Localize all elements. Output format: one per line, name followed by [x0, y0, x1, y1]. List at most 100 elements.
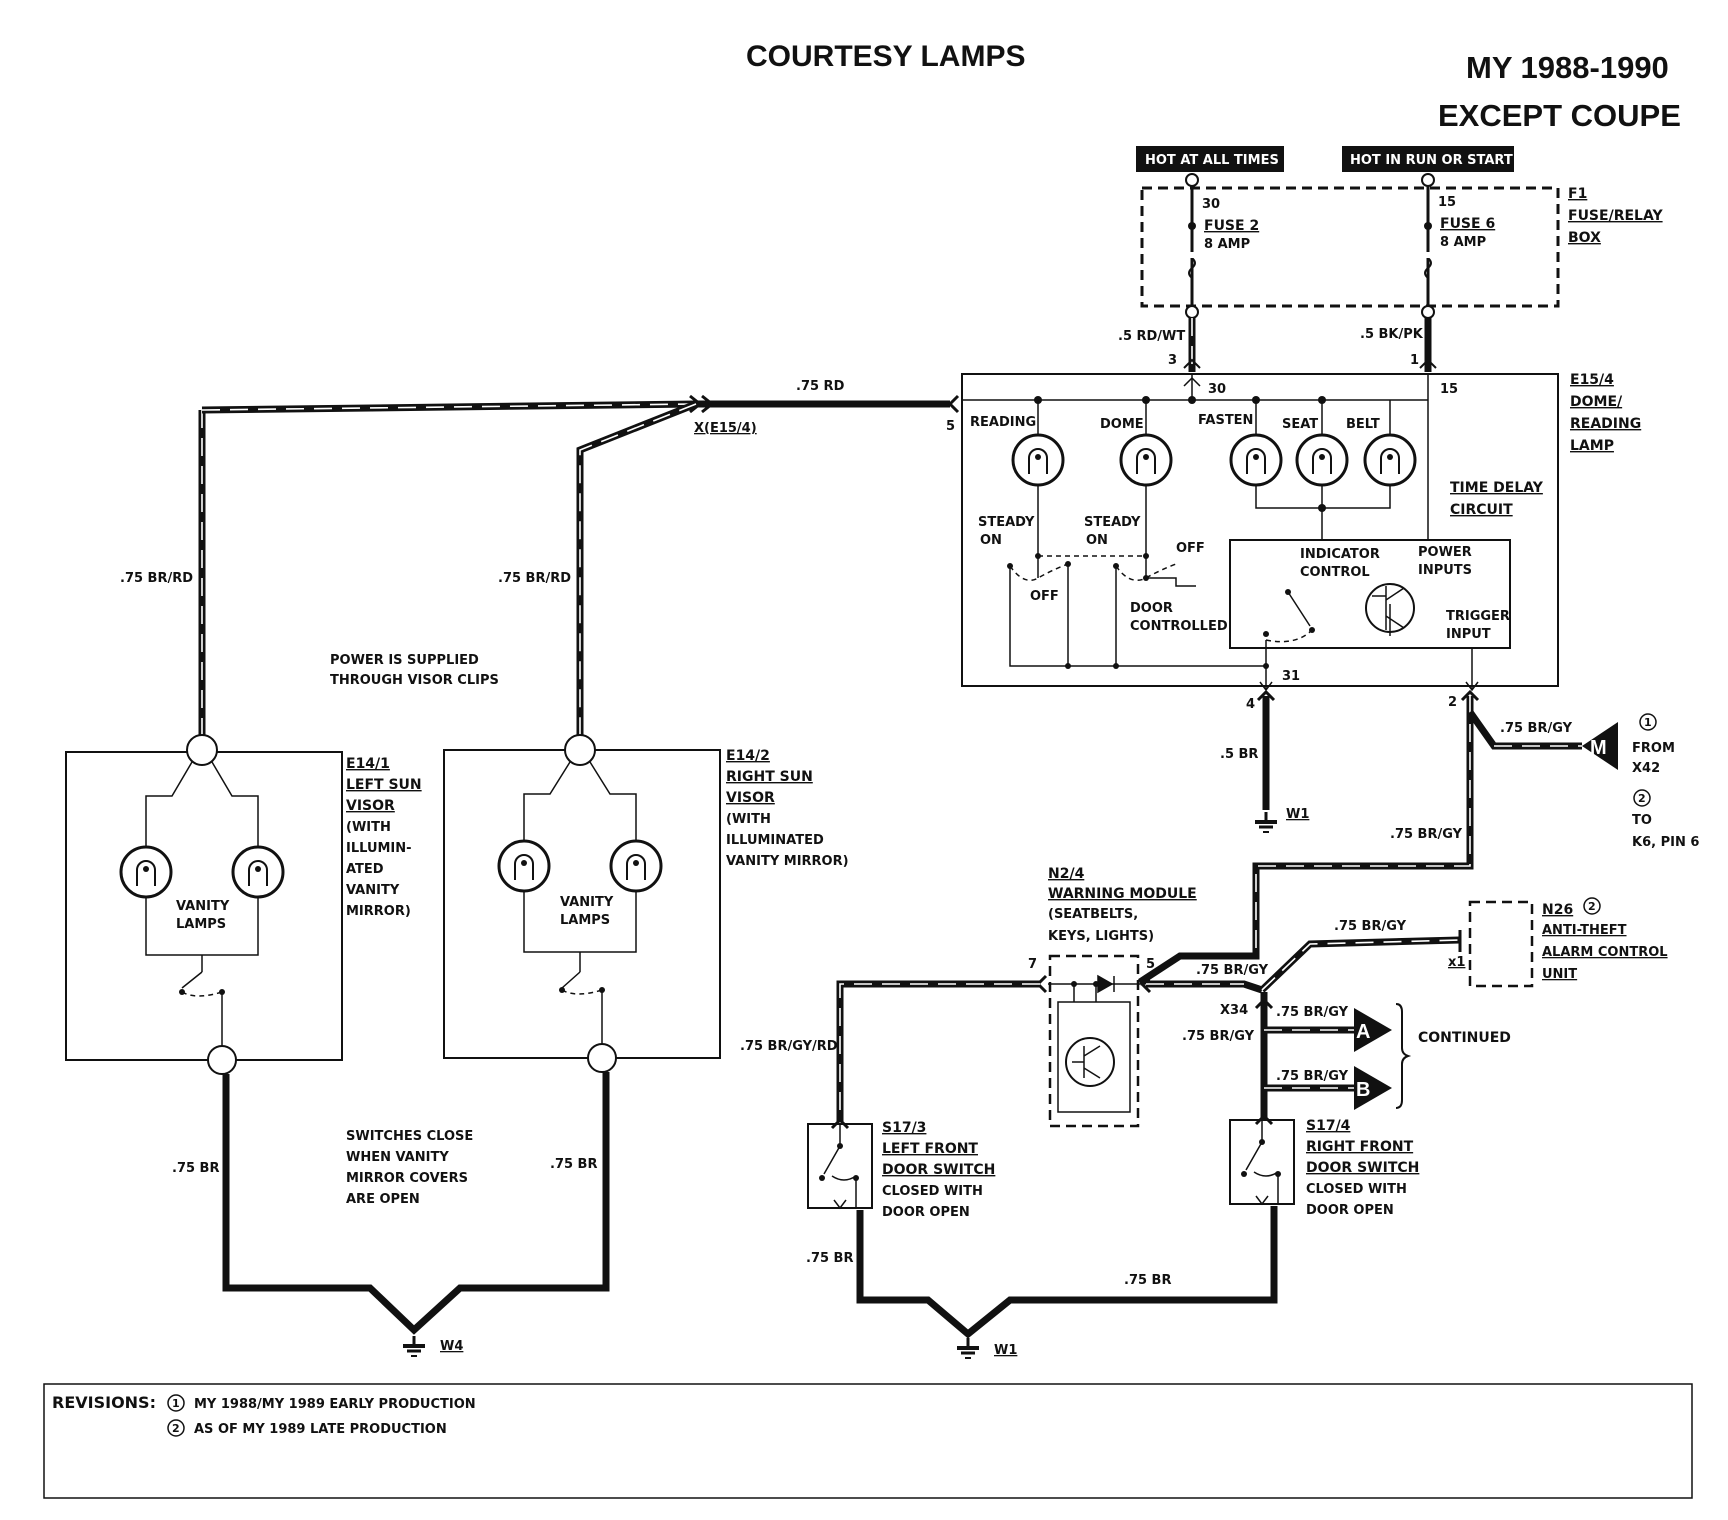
left-visor-l3: (WITH — [346, 820, 391, 835]
right-visor-l1: RIGHT SUN — [726, 769, 813, 785]
fuse-box-id: F1 — [1568, 186, 1587, 202]
dome-pin3: 3 — [1168, 353, 1177, 368]
warning-module-l3: KEYS, LIGHTS) — [1048, 929, 1154, 944]
warning-module-pin5: 5 — [1146, 957, 1155, 972]
right-vanity-lamps2: LAMPS — [560, 913, 610, 928]
switch-note3: MIRROR COVERS — [346, 1171, 468, 1186]
right-visor-l3: (WITH — [726, 812, 771, 827]
hot-at-all-times-tag: HOT AT ALL TIMES — [1136, 146, 1284, 172]
alarm-id: N26 — [1542, 902, 1573, 918]
fuse6-rating: 8 AMP — [1440, 235, 1486, 250]
right-door-l4: DOOR OPEN — [1306, 1203, 1394, 1218]
wire-br-gy5: .75 BR/GY — [1276, 1005, 1349, 1020]
on1-label: ON — [980, 533, 1002, 548]
ground-w1-top: W1 — [1286, 807, 1309, 822]
wire-br-left1: .75 BR — [172, 1161, 219, 1176]
belt-label: BELT — [1346, 417, 1380, 432]
warning-module-l1: WARNING MODULE — [1048, 886, 1197, 902]
warning-module-pin7: 7 — [1028, 957, 1037, 972]
left-door-l2: DOOR SWITCH — [882, 1162, 995, 1178]
indicator-label2: CONTROL — [1300, 565, 1370, 580]
right-door-l2: DOOR SWITCH — [1306, 1160, 1419, 1176]
warning-module: N2/4 WARNING MODULE (SEATBELTS, KEYS, LI… — [1028, 866, 1197, 1128]
revisions-label: REVISIONS: — [52, 1393, 156, 1412]
off2-label: OFF — [1176, 541, 1205, 556]
wire-br-bottom2: .75 BR — [1124, 1273, 1171, 1288]
seat-label: SEAT — [1282, 417, 1318, 432]
switch-note2: WHEN VANITY — [346, 1150, 449, 1165]
dome-term30: 30 — [1208, 382, 1226, 397]
connector-x-e154: X(E15/4) — [694, 421, 757, 436]
wire-br-gy4: .75 BR/GY — [1196, 963, 1269, 978]
left-visor-l1: LEFT SUN — [346, 777, 422, 793]
indicator-label1: INDICATOR — [1300, 547, 1380, 562]
visor-note2: THROUGH VISOR CLIPS — [330, 673, 499, 688]
right-front-door-switch: S17/4 RIGHT FRONT DOOR SWITCH CLOSED WIT… — [1229, 1118, 1419, 1218]
left-visor-id: E14/1 — [346, 756, 390, 772]
revision2-text: AS OF MY 1989 LATE PRODUCTION — [194, 1422, 447, 1437]
dome-name1: DOME/ — [1570, 394, 1623, 410]
wire-bk-pk: .5 BK/PK — [1360, 327, 1424, 342]
splice-a: A — [1356, 1021, 1370, 1043]
left-vanity-lamps1: VANITY — [176, 899, 230, 914]
door1-label: DOOR — [1130, 601, 1173, 616]
reading-label: READING — [970, 415, 1036, 430]
revision2-number: 2 — [172, 1422, 180, 1435]
fasten-label: FASTEN — [1198, 413, 1253, 428]
dome-term15: 15 — [1440, 382, 1458, 397]
variant-label: EXCEPT COUPE — [1438, 98, 1681, 133]
svg-text:HOT IN RUN OR START: HOT IN RUN OR START — [1350, 153, 1513, 168]
alarm-l1: ANTI-THEFT — [1542, 923, 1627, 938]
on2-label: ON — [1086, 533, 1108, 548]
fuse-box-name2: BOX — [1568, 230, 1601, 246]
model-years: MY 1988-1990 — [1466, 50, 1669, 85]
k6-label: K6, PIN 6 — [1632, 835, 1699, 850]
warning-module-l2: (SEATBELTS, — [1048, 907, 1138, 922]
left-visor-l4: ILLUMIN- — [346, 841, 412, 856]
rev2-marker-source: 2 — [1638, 792, 1646, 805]
power-inputs-label2: INPUTS — [1418, 563, 1472, 578]
revision1-number: 1 — [172, 1397, 180, 1410]
left-visor-l2: VISOR — [346, 798, 395, 814]
dome-name2: READING — [1570, 416, 1641, 432]
svg-text:HOT AT ALL TIMES: HOT AT ALL TIMES — [1145, 153, 1279, 168]
time-delay-label2: CIRCUIT — [1450, 502, 1513, 518]
left-door-l1: LEFT FRONT — [882, 1141, 978, 1157]
wire-br-rd-right: .75 BR/RD — [498, 571, 571, 586]
switch-note1: SWITCHES CLOSE — [346, 1129, 473, 1144]
diagram-title: COURTESY LAMPS — [746, 40, 1025, 73]
to-label: TO — [1632, 813, 1652, 828]
wire-br-gy1: .75 BR/GY — [1500, 721, 1573, 736]
left-visor-l7: MIRROR) — [346, 904, 411, 919]
switch-note4: ARE OPEN — [346, 1192, 420, 1207]
alarm-rev: 2 — [1588, 900, 1596, 913]
wire-rd-wt: .5 RD/WT — [1118, 329, 1185, 344]
controlled-label: CONTROLLED — [1130, 619, 1228, 634]
dome-pin4: 4 — [1246, 697, 1255, 712]
revision1-text: MY 1988/MY 1989 EARLY PRODUCTION — [194, 1397, 476, 1412]
wire-br-gy2: .75 BR/GY — [1390, 827, 1463, 842]
alarm-pin: x1 — [1448, 955, 1465, 970]
left-visor-l6: VANITY — [346, 883, 400, 898]
fuse2-terminal: 30 — [1202, 197, 1220, 212]
alarm-l2: ALARM CONTROL — [1542, 945, 1668, 960]
x42-label: X42 — [1632, 761, 1660, 776]
right-door-l1: RIGHT FRONT — [1306, 1139, 1414, 1155]
left-door-l3: CLOSED WITH — [882, 1184, 983, 1199]
right-visor-l2: VISOR — [726, 790, 775, 806]
right-visor-l5: VANITY MIRROR) — [726, 854, 849, 869]
dome-label: DOME — [1100, 417, 1144, 432]
rev1-marker-source: 1 — [1644, 716, 1652, 729]
visor-note1: POWER IS SUPPLIED — [330, 653, 479, 668]
left-vanity-lamps2: LAMPS — [176, 917, 226, 932]
right-sun-visor: VANITY LAMPS E14/2 RIGHT SUN VISOR (WITH… — [443, 734, 849, 1073]
left-door-id: S17/3 — [882, 1120, 926, 1136]
ground-w1-bottom: W1 — [994, 1343, 1017, 1358]
splice-b: B — [1356, 1079, 1370, 1101]
wire-br-gy6: .75 BR/GY — [1182, 1029, 1255, 1044]
wire-br-gy3: .75 BR/GY — [1334, 919, 1407, 934]
dome-pin5: 5 — [946, 419, 955, 434]
right-visor-id: E14/2 — [726, 748, 770, 764]
right-door-id: S17/4 — [1306, 1118, 1351, 1134]
